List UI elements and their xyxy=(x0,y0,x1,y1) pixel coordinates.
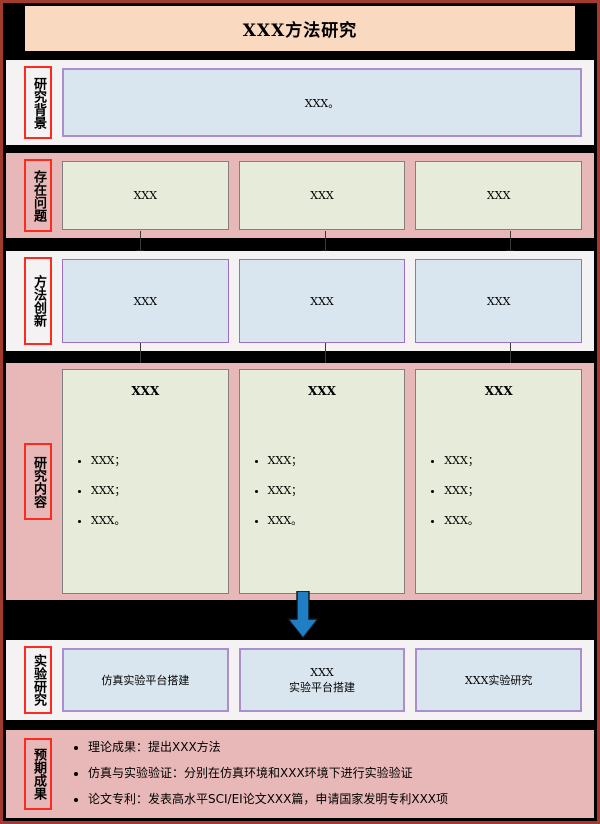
problem-card[interactable]: XXX xyxy=(415,161,583,230)
innovation-card-text: XXX xyxy=(133,294,158,308)
content-card-row: XXX XXX； XXX； XXX。 XXX XXX； XXX； XXX。 xyxy=(52,363,594,600)
background-card-row: XXX。 xyxy=(52,60,594,145)
experiment-card-line1: XXX xyxy=(310,665,334,679)
section-existing-problems: 存在问题 XXX XXX XXX xyxy=(6,153,594,238)
poster-title-banner: XXX方法研究 xyxy=(25,6,575,51)
experiment-card-line1: XXX实验研究 xyxy=(464,674,533,687)
list-item: XXX。 xyxy=(444,512,479,528)
list-item: XXX。 xyxy=(91,512,126,528)
innovation-card-text: XXX xyxy=(486,294,511,308)
content-card-bullets: XXX； XXX； XXX。 xyxy=(426,452,479,528)
problem-card-text: XXX xyxy=(486,189,511,202)
content-card-heading: XXX xyxy=(131,384,160,398)
problems-card-row: XXX XXX XXX xyxy=(52,153,594,238)
section-label-background: 研究背景 xyxy=(24,66,52,139)
section-label-content: 研究内容 xyxy=(24,443,52,520)
problem-card-text: XXX xyxy=(133,189,158,202)
section-experiment-research: 实验研究 仿真实验平台搭建 XXX 实验平台搭建 XXX实验研究 xyxy=(6,640,594,720)
page-title: XXX方法研究 xyxy=(242,21,358,41)
list-item: 仿真与实验验证：分别在仿真环境和XXX环境下进行实验验证 xyxy=(88,766,584,781)
list-item: XXX。 xyxy=(268,512,303,528)
results-list: 理论成果：提出XXX方法 仿真与实验验证：分别在仿真环境和XXX环境下进行实验验… xyxy=(52,730,594,818)
content-card[interactable]: XXX XXX； XXX； XXX。 xyxy=(62,369,229,594)
problem-card-text: XXX xyxy=(310,189,334,202)
innovation-card[interactable]: XXX xyxy=(415,259,583,343)
experiment-card-line2: 实验平台搭建 xyxy=(289,680,355,694)
list-item: XXX； xyxy=(268,482,303,498)
innovation-card[interactable]: XXX xyxy=(238,259,406,343)
section-label-problems: 存在问题 xyxy=(24,159,52,232)
list-item: 论文专利：发表高水平SCI/EI论文XXX篇，申请国家发明专利XXX项 xyxy=(88,792,584,807)
section-method-innovation: 方法创新 XXX XXX XXX xyxy=(6,251,594,351)
list-item: XXX； xyxy=(444,482,479,498)
content-card-bullets: XXX； XXX； XXX。 xyxy=(250,452,303,528)
innovation-card-text: XXX xyxy=(310,294,334,308)
background-card[interactable]: XXX。 xyxy=(62,68,582,137)
content-card[interactable]: XXX XXX； XXX； XXX。 xyxy=(238,369,406,594)
content-card-heading: XXX xyxy=(308,384,336,398)
problem-card[interactable]: XXX xyxy=(238,161,406,230)
section-label-experiment: 实验研究 xyxy=(24,646,52,714)
experiment-card[interactable]: XXX 实验平台搭建 xyxy=(238,648,406,712)
experiment-card-row: 仿真实验平台搭建 XXX 实验平台搭建 XXX实验研究 xyxy=(52,640,594,720)
content-card-heading: XXX xyxy=(484,384,513,398)
innovation-card[interactable]: XXX xyxy=(62,259,229,343)
section-label-results: 预期成果 xyxy=(24,738,52,810)
list-item: XXX； xyxy=(268,452,303,468)
problem-card[interactable]: XXX xyxy=(62,161,229,230)
content-card-bullets: XXX； XXX； XXX。 xyxy=(73,452,126,528)
innovation-card-row: XXX XXX XXX xyxy=(52,251,594,351)
background-card-text: XXX。 xyxy=(304,96,340,110)
content-card[interactable]: XXX XXX； XXX； XXX。 xyxy=(415,369,583,594)
section-label-innovation: 方法创新 xyxy=(24,257,52,345)
list-item: XXX； xyxy=(91,482,126,498)
experiment-card-line1: 仿真实验平台搭建 xyxy=(101,674,190,687)
list-item: XXX； xyxy=(444,452,479,468)
list-item: XXX； xyxy=(91,452,126,468)
section-research-content: 研究内容 XXX XXX； XXX； XXX。 XXX XXX； XXX； xyxy=(6,363,594,600)
experiment-card[interactable]: XXX实验研究 xyxy=(415,648,583,712)
list-item: 理论成果：提出XXX方法 xyxy=(88,740,584,755)
experiment-card[interactable]: 仿真实验平台搭建 xyxy=(62,648,229,712)
section-expected-results: 预期成果 理论成果：提出XXX方法 仿真与实验验证：分别在仿真环境和XXX环境下… xyxy=(6,730,594,818)
section-research-background: 研究背景 XXX。 xyxy=(6,60,594,145)
